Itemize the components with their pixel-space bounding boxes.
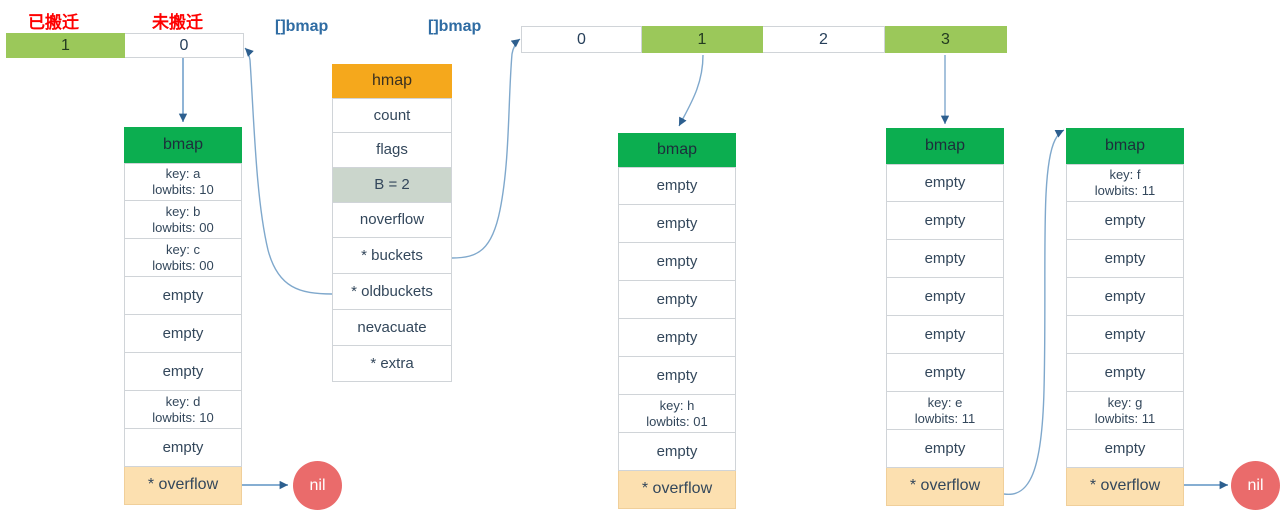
annotation-not-migrated: 未搬迁 [152,13,203,32]
label-oldbuckets-type: []bmap [275,18,329,35]
bmap-new-bucket-1: bmap empty empty empty empty empty empty… [618,133,736,509]
bmap-slot[interactable]: key: e lowbits: 11 [886,392,1004,430]
bmap-slot[interactable]: empty [1066,430,1184,468]
bmap-header: bmap [886,128,1004,164]
bmap-header: bmap [124,127,242,163]
slot-lowbits: lowbits: 11 [1094,183,1156,198]
slot-key: key: e [927,394,963,410]
bmap-slot[interactable]: empty [618,243,736,281]
slot-key: key: c [166,241,200,257]
bmap-slot[interactable]: empty [124,429,242,467]
bmap-slot[interactable]: empty [1066,354,1184,392]
bmap-slot[interactable]: key: b lowbits: 00 [124,201,242,239]
slot-lowbits: lowbits: 11 [914,410,976,426]
bmap-slot[interactable]: empty [1066,316,1184,354]
bmap-slot[interactable]: empty [124,277,242,315]
bmap-overflow-pointer[interactable]: * overflow [886,468,1004,506]
bmap-slot[interactable]: empty [886,430,1004,468]
bmap-new-bucket-3-overflow: bmap key: f lowbits: 11 empty empty empt… [1066,128,1184,506]
bmap-header: bmap [618,133,736,167]
slot-key: key: f [1109,167,1141,183]
hmap-field-buckets[interactable]: * buckets [332,238,452,274]
hmap-field-count[interactable]: count [332,98,452,133]
bmap-slot[interactable]: empty [886,316,1004,354]
bmap-slot[interactable]: empty [886,164,1004,202]
bmap-slot[interactable]: empty [886,354,1004,392]
bmap-overflow-pointer[interactable]: * overflow [1066,468,1184,506]
buckets-cell-3[interactable]: 3 [885,26,1007,53]
bmap-slot[interactable]: empty [618,433,736,471]
slot-lowbits: lowbits: 00 [152,219,214,235]
bmap-slot[interactable]: empty [618,205,736,243]
bmap-slot[interactable]: key: g lowbits: 11 [1066,392,1184,430]
slot-key: key: h [659,397,695,413]
buckets-array: 0 1 2 3 [521,26,1007,53]
nil-node-left: nil [293,461,342,510]
hmap-field-b[interactable]: B = 2 [332,168,452,203]
bmap-overflow-pointer[interactable]: * overflow [618,471,736,509]
hmap-field-extra[interactable]: * extra [332,346,452,382]
annotation-migrated: 已搬迁 [28,13,79,32]
slot-lowbits: lowbits: 10 [152,409,214,425]
bmap-slot[interactable]: key: f lowbits: 11 [1066,164,1184,202]
hmap-field-oldbuckets[interactable]: * oldbuckets [332,274,452,310]
bmap-overflow-pointer[interactable]: * overflow [124,467,242,505]
bmap-slot[interactable]: empty [618,167,736,205]
bmap-slot[interactable]: key: h lowbits: 01 [618,395,736,433]
hmap-field-noverflow[interactable]: noverflow [332,203,452,238]
bmap-old-bucket-0: bmap key: a lowbits: 10 key: b lowbits: … [124,127,242,505]
hmap-header: hmap [332,64,452,98]
bmap-slot[interactable]: empty [124,353,242,391]
oldbuckets-cell-0[interactable]: 1 [6,33,125,58]
bmap-slot[interactable]: empty [618,281,736,319]
bmap-slot[interactable]: empty [124,315,242,353]
bmap-slot[interactable]: empty [1066,202,1184,240]
slot-lowbits: lowbits: 00 [152,257,214,273]
bmap-slot[interactable]: key: c lowbits: 00 [124,239,242,277]
buckets-cell-2[interactable]: 2 [763,26,885,53]
oldbuckets-cell-1[interactable]: 0 [125,33,244,58]
bmap-slot[interactable]: empty [886,202,1004,240]
buckets-cell-1[interactable]: 1 [642,26,763,53]
bmap-slot[interactable]: key: a lowbits: 10 [124,163,242,201]
slot-key: key: a [165,166,201,182]
bmap-slot[interactable]: key: d lowbits: 10 [124,391,242,429]
slot-key: key: b [165,203,201,219]
buckets-cell-0[interactable]: 0 [521,26,642,53]
bmap-slot[interactable]: empty [886,240,1004,278]
slot-lowbits: lowbits: 01 [646,413,708,429]
bmap-new-bucket-3: bmap empty empty empty empty empty empty… [886,128,1004,506]
bmap-slot[interactable]: empty [886,278,1004,316]
hmap-field-nevacuate[interactable]: nevacuate [332,310,452,346]
nil-node-right: nil [1231,461,1280,510]
hmap-field-flags[interactable]: flags [332,133,452,168]
bmap-slot[interactable]: empty [618,357,736,395]
slot-key: key: d [165,393,201,409]
slot-lowbits: lowbits: 11 [1094,410,1156,426]
bmap-header: bmap [1066,128,1184,164]
label-buckets-type: []bmap [428,18,482,35]
bmap-slot[interactable]: empty [618,319,736,357]
slot-key: key: g [1107,394,1143,410]
bmap-slot[interactable]: empty [1066,240,1184,278]
oldbuckets-array: 1 0 [6,33,244,58]
slot-lowbits: lowbits: 10 [152,182,214,197]
bmap-slot[interactable]: empty [1066,278,1184,316]
hmap-struct: hmap count flags B = 2 noverflow * bucke… [332,64,452,382]
